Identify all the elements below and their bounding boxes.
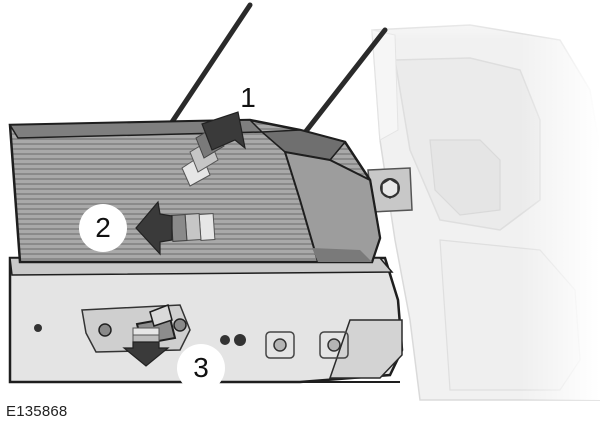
step-1-label: 1 — [240, 82, 256, 113]
step-2-label: 2 — [95, 212, 111, 243]
step-3-label: 3 — [193, 352, 209, 383]
ribbed-rail — [8, 118, 382, 264]
bolt-icon — [367, 167, 413, 213]
step-arrow-down-icon — [122, 327, 170, 367]
step-3-badge — [177, 344, 225, 392]
step-arrow-left-icon — [135, 200, 216, 256]
figure-id-label: E135868 — [6, 403, 68, 420]
step-arrow-up-icon — [181, 111, 246, 187]
step-2-badge — [79, 204, 127, 252]
